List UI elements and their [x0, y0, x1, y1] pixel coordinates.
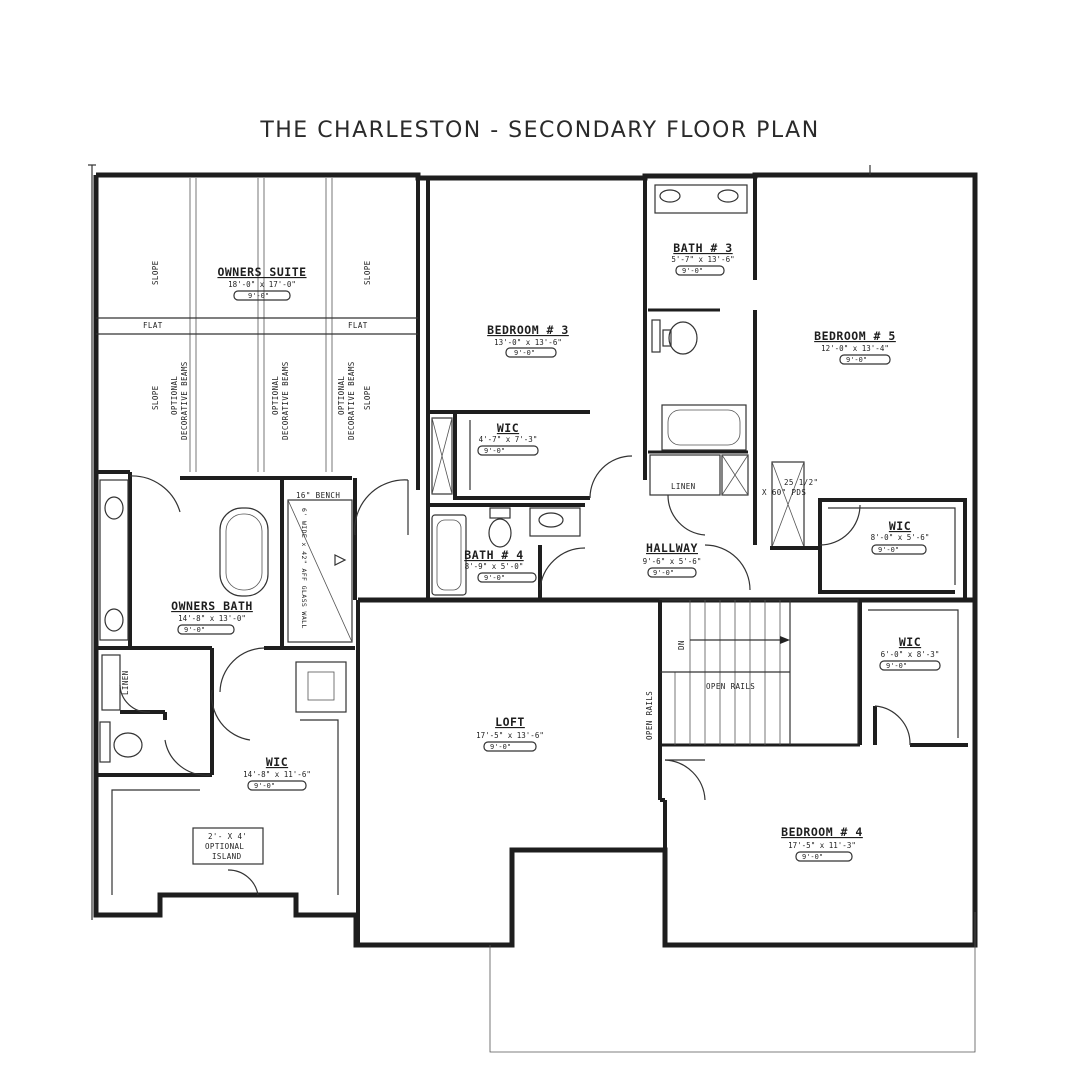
- beams-note-2: DECORATIVE BEAMS: [281, 361, 290, 440]
- room-wic-owner: WIC 14'-8" x 11'-6" 9'-0": [243, 755, 311, 791]
- room-owners-bath: OWNERS BATH 14'-8" x 13'-0" 9'-0": [171, 599, 253, 635]
- beams-note-3: DECORATIVE BEAMS: [347, 361, 356, 440]
- room-name: LOFT: [495, 715, 525, 729]
- room-name: OWNERS SUITE: [217, 265, 306, 279]
- room-wic-bedroom-3: WIC 4'-7" x 7'-3" 9'-0": [477, 421, 539, 456]
- room-name: WIC: [497, 421, 519, 435]
- slope-note-4: SLOPE: [363, 385, 372, 410]
- stair-treads: [660, 600, 791, 745]
- slope-note-3: SLOPE: [151, 385, 160, 410]
- interior-walls: [96, 176, 975, 945]
- room-owners-suite: OWNERS SUITE 18'-0" x 17'-0" 9'-0": [217, 265, 306, 301]
- room-loft: LOFT 17'-5" x 13'-6" 9'-0": [476, 715, 544, 752]
- room-name: BEDROOM # 4: [781, 825, 863, 839]
- room-wic-bedroom-4: WIC 6'-0" x 8'-3" 9'-0": [879, 635, 941, 671]
- room-name: BATH # 4: [464, 548, 523, 562]
- ceiling-height: 9'-0": [484, 447, 505, 455]
- room-dims: 6'-0" x 8'-3": [881, 650, 940, 659]
- room-name: WIC: [889, 519, 911, 533]
- optional-note-2: OPTIONAL: [271, 376, 280, 415]
- room-name: WIC: [266, 755, 288, 769]
- room-dims: 18'-0" x 17'-0": [228, 280, 296, 289]
- ceiling-height: 9'-0": [846, 356, 867, 364]
- flat-note-1: FLAT: [143, 321, 163, 330]
- down-note: DN: [677, 640, 686, 650]
- ceiling-height: 9'-0": [490, 743, 511, 751]
- room-hallway: HALLWAY 9'-6" x 5'-6" 9'-0": [643, 541, 702, 578]
- room-name: OWNERS BATH: [171, 599, 253, 613]
- ceiling-height: 9'-0": [878, 546, 899, 554]
- room-dims: 17'-5" x 11'-3": [788, 841, 856, 850]
- island-note-1: 2'- X 4': [208, 832, 247, 841]
- page-title: THE CHARLESTON - SECONDARY FLOOR PLAN: [260, 118, 820, 143]
- room-dims: 14'-8" x 13'-0": [178, 614, 246, 623]
- slope-note-2: SLOPE: [363, 260, 372, 285]
- room-bath-3: BATH # 3 5'-7" x 13'-6" 9'-0": [671, 241, 735, 276]
- optional-note-1: OPTIONAL: [170, 376, 179, 415]
- pds-note-2: X 60" PDS: [762, 488, 806, 497]
- room-dims: 12'-0" x 13'-4": [821, 344, 889, 353]
- room-dims: 4'-7" x 7'-3": [479, 435, 538, 444]
- room-wic-bedroom-5: WIC 8'-0" x 5'-6" 9'-0": [871, 519, 930, 555]
- ceiling-height: 9'-0": [254, 782, 275, 790]
- slope-note-1: SLOPE: [151, 260, 160, 285]
- ceiling-height: 9'-0": [653, 569, 674, 577]
- ceiling-height: 9'-0": [248, 292, 269, 300]
- optional-note-3: OPTIONAL: [337, 376, 346, 415]
- room-name: BEDROOM # 5: [814, 329, 896, 343]
- ceiling-height: 9'-0": [484, 574, 505, 582]
- ceiling-height: 9'-0": [184, 626, 205, 634]
- room-dims: 17'-5" x 13'-6": [476, 731, 544, 740]
- decorative-beams: [96, 178, 418, 472]
- room-name: BATH # 3: [673, 241, 732, 255]
- door-swings: [119, 455, 911, 896]
- room-name: HALLWAY: [646, 541, 698, 555]
- bench-note: 16" BENCH: [296, 491, 340, 500]
- ceiling-notes: SLOPE SLOPE SLOPE SLOPE FLAT FLAT OPTION…: [121, 260, 818, 861]
- flat-note-2: FLAT: [348, 321, 368, 330]
- glass-wall-note: 6' WIDE x 42" AFF GLASS WALL: [300, 508, 308, 629]
- island-note-2: OPTIONAL: [205, 842, 244, 851]
- room-bath-4: BATH # 4 8'-9" x 5'-0" 9'-0": [464, 548, 537, 583]
- ceiling-height: 9'-0": [682, 267, 703, 275]
- room-dims: 14'-8" x 11'-6": [243, 770, 311, 779]
- room-dims: 5'-7" x 13'-6": [671, 255, 734, 264]
- beams-note-1: DECORATIVE BEAMS: [180, 361, 189, 440]
- ceiling-height: 9'-0": [802, 853, 823, 861]
- linen-note-owner: LINEN: [121, 670, 130, 695]
- room-bedroom-5: BEDROOM # 5 12'-0" x 13'-4" 9'-0": [814, 329, 896, 365]
- room-name: WIC: [899, 635, 921, 649]
- room-name: BEDROOM # 3: [487, 323, 569, 337]
- room-bedroom-4: BEDROOM # 4 17'-5" x 11'-3" 9'-0": [781, 825, 863, 862]
- room-bedroom-3: BEDROOM # 3 13'-0" x 13'-6" 9'-0": [487, 323, 569, 358]
- room-dims: 13'-0" x 13'-6": [494, 338, 562, 347]
- room-dims: 8'-9" x 5'-0": [465, 562, 524, 571]
- ceiling-height: 9'-0": [514, 349, 535, 357]
- open-rails-note-2: OPEN RAILS: [645, 691, 654, 740]
- room-dims: 8'-0" x 5'-6": [871, 533, 930, 542]
- ceiling-height: 9'-0": [886, 662, 907, 670]
- open-rails-note-1: OPEN RAILS: [706, 682, 755, 691]
- pds-note-1: 25 1/2": [784, 478, 818, 487]
- linen-note-hall: LINEN: [671, 482, 696, 491]
- room-dims: 9'-6" x 5'-6": [643, 557, 702, 566]
- island-note-3: ISLAND: [212, 852, 242, 861]
